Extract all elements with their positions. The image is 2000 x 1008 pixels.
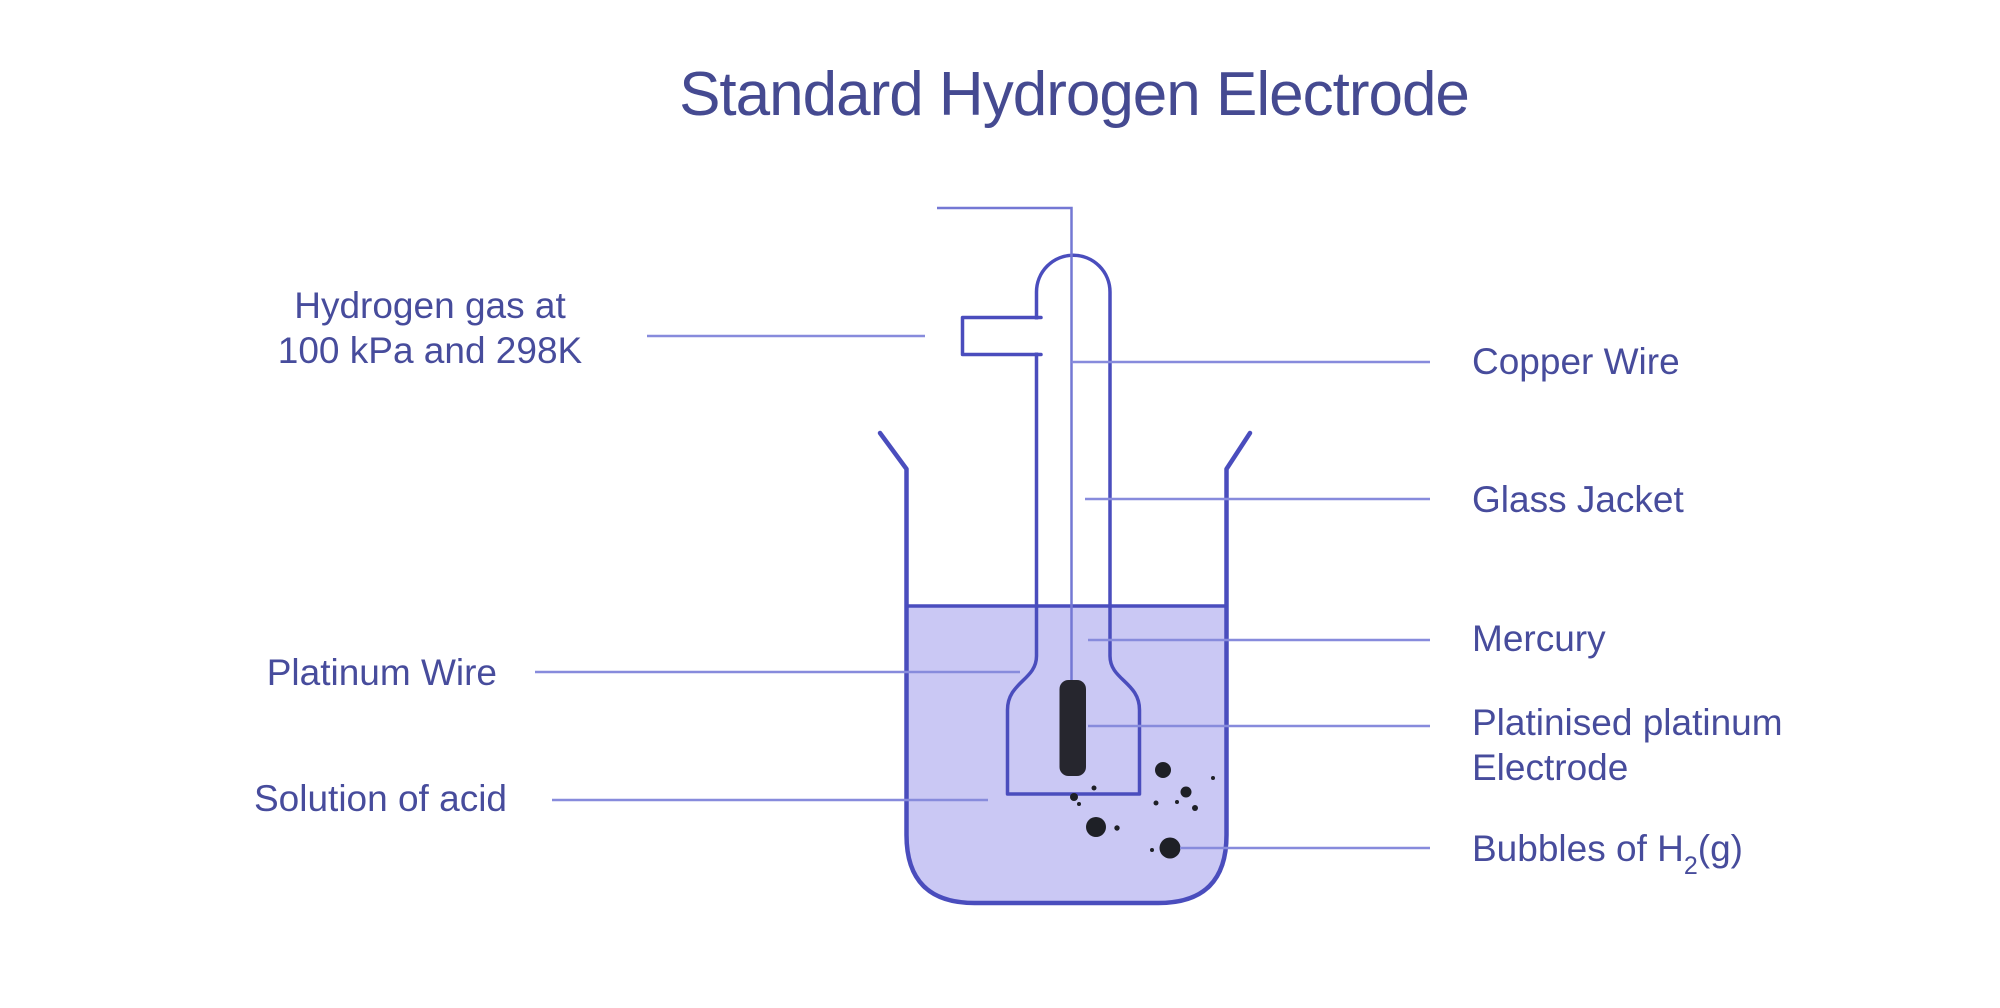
label-glass-jacket: Glass Jacket — [1472, 479, 1684, 520]
bubbles-group — [1070, 762, 1215, 859]
glass-jacket-outline — [1005, 253, 1142, 796]
label-platinised-electrode: Platinised platinum Electrode — [1472, 700, 1783, 790]
label-bubbles-post: (g) — [1697, 828, 1743, 869]
diagram-title: Standard Hydrogen Electrode — [679, 60, 1470, 129]
label-copper-wire: Copper Wire — [1472, 341, 1680, 382]
gas-inlet-tube-outline — [960, 315, 1043, 357]
bubble-dot — [1153, 800, 1159, 806]
copper-wire-line — [937, 206, 1073, 684]
beaker-outline — [877, 430, 1253, 906]
label-mercury: Mercury — [1472, 618, 1606, 659]
bubble-dot — [1070, 793, 1078, 801]
label-hydrogen-gas-line1: Hydrogen gas at — [294, 285, 566, 326]
bubble-dot — [1077, 802, 1081, 806]
label-platinised-electrode-line2: Electrode — [1472, 747, 1629, 788]
label-solution-of-acid: Solution of acid — [253, 778, 507, 819]
label-platinised-electrode-line1: Platinised platinum — [1472, 702, 1783, 743]
label-bubbles: Bubbles of H2(g) — [1472, 826, 1743, 880]
label-bubbles-pre: Bubbles of H — [1472, 828, 1684, 869]
bubble-dot — [1114, 825, 1120, 831]
gas-inlet-tube-interior — [961, 319, 1041, 353]
bubble-dot — [1091, 785, 1097, 791]
bubble-dot — [1175, 800, 1179, 804]
label-platinum-wire: Platinum Wire — [266, 652, 497, 693]
bubble-dot — [1150, 848, 1154, 852]
bubble-dot — [1180, 786, 1192, 798]
electrode-rect — [1059, 680, 1086, 776]
bubble-dot — [1192, 805, 1198, 811]
label-hydrogen-gas: Hydrogen gas at 100 kPa and 298K — [230, 283, 630, 373]
label-bubbles-subscript: 2 — [1683, 852, 1698, 880]
bubble-dot — [1086, 817, 1106, 837]
bubble-dot — [1211, 776, 1215, 780]
label-hydrogen-gas-line2: 100 kPa and 298K — [277, 330, 583, 371]
bubble-dot — [1159, 837, 1181, 859]
bubble-dot — [1155, 762, 1171, 778]
